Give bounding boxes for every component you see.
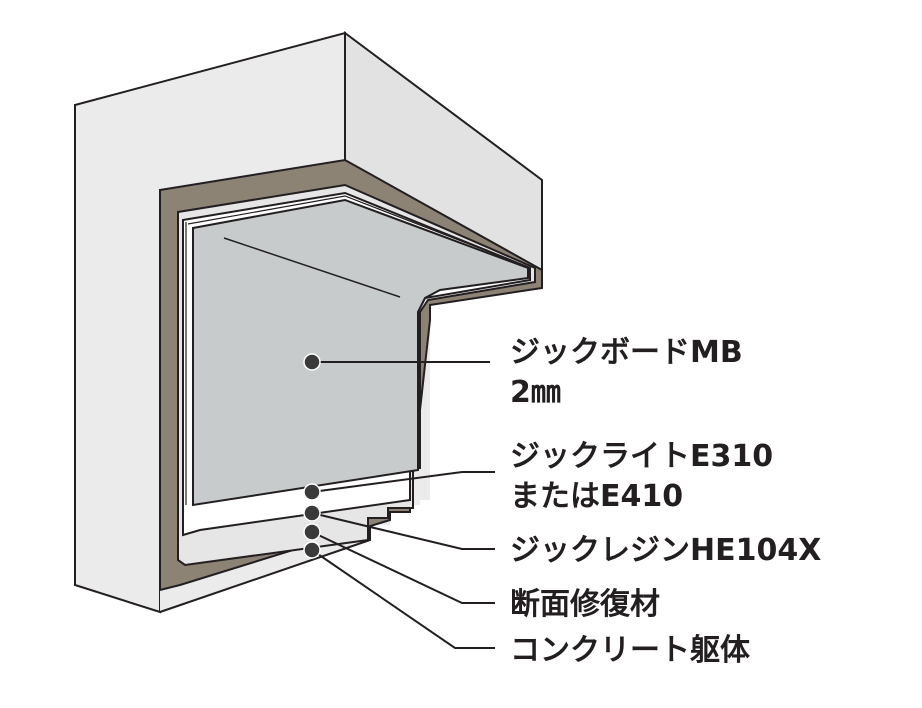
leader-lines xyxy=(311,361,495,649)
dot-board xyxy=(303,353,321,371)
board-crease-line xyxy=(223,237,401,298)
label-repair: 断面修復材 xyxy=(510,587,660,622)
label-primer-line1: ジックライトE310 xyxy=(510,439,773,474)
leader-primer xyxy=(311,471,495,493)
dot-resin xyxy=(303,504,321,522)
dot-concrete xyxy=(303,541,321,559)
dot-repair xyxy=(303,523,321,541)
leader-resin xyxy=(311,512,495,550)
label-board-line1: ジックボードMB xyxy=(510,335,743,370)
concrete-bottom-edge xyxy=(159,525,371,613)
leader-dots xyxy=(303,353,321,559)
label-board-line2: 2㎜ xyxy=(510,375,561,410)
label-concrete: コンクリート躯体 xyxy=(510,633,751,668)
dot-primer xyxy=(303,483,321,501)
leader-repair xyxy=(311,531,495,604)
label-primer-line2: またはE410 xyxy=(510,479,683,514)
leader-concrete xyxy=(311,549,495,649)
board-edge-lines xyxy=(185,195,532,505)
label-resin: ジックレジンHE104X xyxy=(510,533,821,568)
